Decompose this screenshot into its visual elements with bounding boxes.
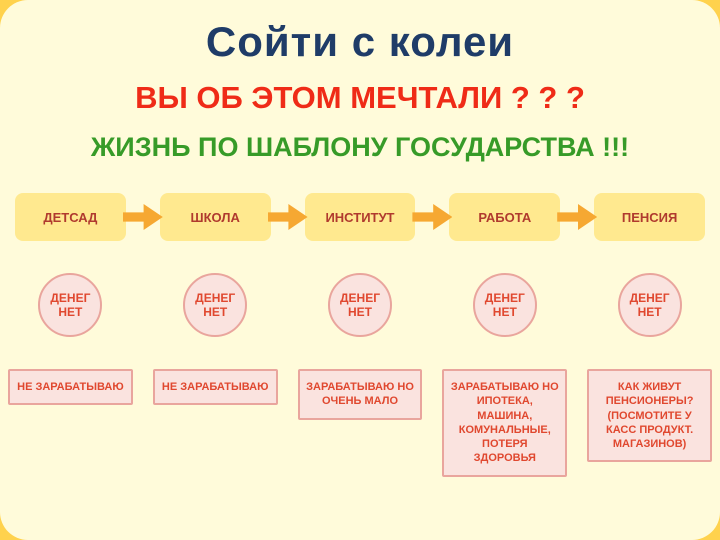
outcome-box: ЗАРАБАТЫВАЮ НО ИПОТЕКА, МАШИНА, КОМУНАЛЬ… [442,369,568,477]
subtitle-red: ВЫ ОБ ЭТОМ МЕЧТАЛИ ? ? ? [135,80,585,115]
money-circle: ДЕНЕГ НЕТ [472,273,537,337]
subtitle-green: ЖИЗНЬ ПО ШАБЛОНУ ГОСУДАРСТВА !!! [90,132,630,162]
arrow-right-icon [412,204,453,230]
stage-box-detsad: ДЕТСАД [15,193,126,241]
money-circle: ДЕНЕГ НЕТ [327,273,392,337]
outcome-box: НЕ ЗАРАБАТЫВАЮ [8,369,133,406]
outcome-box: КАК ЖИВУТ ПЕНСИОНЕРЫ? (ПОСМОТИТЕ У КАСС … [587,369,712,463]
stage-box-shkola: ШКОЛА [159,193,271,241]
money-circle: ДЕНЕГ НЕТ [617,273,682,337]
stage-box-pensiya: ПЕНСИЯ [594,193,705,241]
stage-box-rabota: РАБОТА [449,193,561,241]
arrow-right-icon [122,204,163,230]
arrow-right-icon [557,204,598,230]
arrow-right-icon [267,204,308,230]
outcome-box: НЕ ЗАРАБАТЫВАЮ [152,369,278,406]
stage-box-institut: ИНСТИТУТ [304,193,416,241]
money-circle: ДЕНЕГ НЕТ [38,273,103,337]
outcome-box: ЗАРАБАТЫВАЮ НО ОЧЕНЬ МАЛО [297,369,423,420]
money-circle: ДЕНЕГ НЕТ [183,273,248,337]
page-title: Сойти с колеи [205,18,515,65]
life-stages-diagram: ДЕТСАД ШКОЛА ИНСТИТУТ РАБОТА ПЕНСИЯ ДЕНЕ… [8,193,712,477]
